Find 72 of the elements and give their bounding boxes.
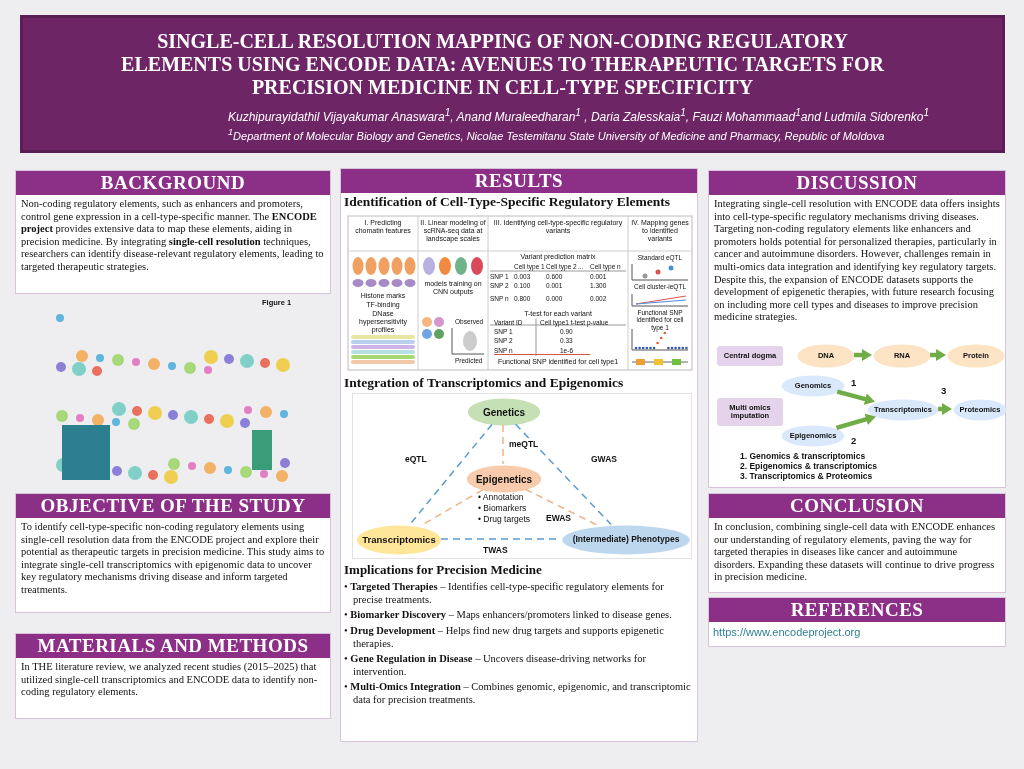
ellipse-node [781,425,845,447]
rounded-box [717,398,783,426]
body-text: Integrating single-cell resolution with ENCODE data offers insights into cell-type-specific regulatory mechanisms driving diseases. Targeting non-coding regulatory elements like enhancers and promoters holds potential for personalized therapies, particularly in cancer and autoimmune disorders. However, challenges remain in multi-omics data integration and identifying key regulatory targets. Despite this, the expansion of ENCODE datasets supports the development of epigenetic therapies, with future research focusing on including more cell types and diseases to improve precision medicine strategies. [713,197,1001,325]
edge-label: 1 [850,378,858,389]
body-text: Non-coding regulatory elements, such as enhancers and promoters, control gene expression in a cell-type-specific manner. The ENCODE project provides extensive data to map these elements, aiding in precision medicine. By integrating single-cell resolution techniques, researchers can identify disease-relevant regulatory elements, leading to targeted therapeutic strategies. [20,197,325,274]
arrow [854,349,872,361]
bullet-item: • Annotation [478,493,524,503]
subsection-heading: Implications for Precision Medicine [344,563,542,578]
section-heading: REFERENCES [709,598,1005,622]
edge-label: eQTL [404,455,428,465]
author-list: Kuzhipurayidathil Vijayakumar Anaswara$^{1}$, Anand Muraleedharan$^{1}$ , Daria Zalesskaia$^{1}$, Fauzi Mohammaad$^{1}$and Ludmila Sidorenko$^{1}$ [228,105,1002,125]
ellipse-node [781,375,845,397]
section-panel [15,633,331,719]
connector-line [524,488,599,527]
section-panel [15,493,331,613]
node-label: (Intermediate) Phenotypes [572,535,680,545]
ellipse-node [561,525,691,555]
bullet-item: • Drug targets [478,515,531,525]
body-text: In conclusion, combining single-cell data with ENCODE enhances our understanding of regulatory elements, paving the way for targeted therapies in diseases like cancer and autoimmune disorders. Expanding these datasets will continue to drive progress in precision medicine. [713,520,997,585]
subsection-heading: Identification of Cell-Type-Specific Regulatory Elements [344,194,670,210]
edge-label: TWAS [482,546,509,556]
connector-line [409,423,493,526]
section-heading: RESULTS [341,169,697,193]
ellipse-node [797,344,855,368]
arrow [835,413,876,431]
body-text: In THE literature review, we analyzed recent studies (2015–2025) that utilized single-cell transcriptomics and ENCODE data to identify non-coding regulatory elements. [20,660,319,700]
affiliation-text: $^{1}$Department of Molecular Biology and Genetics, Nicolae Testemitanu State University of Medicine and Pharmacy, Republic of Moldova [228,126,886,144]
node-label: Genetics [482,406,526,418]
section-heading: BACKGROUND [16,171,330,195]
arrow [938,403,952,415]
section-panel [15,170,331,294]
section-panel [340,168,698,742]
connector-line [419,489,484,527]
edge-label: 3 [940,386,948,397]
section-panel [708,493,1006,593]
edge-label: EWAS [545,514,573,524]
bullet-item: • Multi-Omics Integration – Combines genomic, epigenomic, and transcriptomic data for precision treatments. [344,681,692,707]
body-text: To identify cell-type-specific non-coding regulatory elements using single-cell resolution data from the ENCODE project and explore their potential as therapeutic targets in precision medicine. This study aims to integrate single-cell transcriptomics with epigenomic data to uncover key regulatory mechanisms driving disease and inform targeted treatments. [20,520,326,597]
arrow [836,389,875,405]
section-heading: DISCUSSION [709,171,1005,195]
arrow [930,349,946,361]
bullet-item: • Biomarkers [478,504,527,514]
legend-text: 2. Epigenomics & transcriptomics [740,462,877,472]
edge-label: GWAS [590,455,618,465]
header-banner [20,15,1005,153]
section-heading: OBJECTIVE OF THE STUDY [16,494,330,518]
bullet-item: • Gene Regulation in Disease – Uncovers disease-driving networks for intervention. [344,653,648,679]
reference-link: https://www.encodeproject.org [713,626,861,639]
connector-line [514,423,612,526]
section-heading: MATERIALS AND METHODS [16,634,330,658]
ellipse-node [867,399,939,421]
section-panel [708,170,1006,488]
bullet-item: • Targeted Therapies – Identifies cell-type-specific regulatory elements for precise treatments. [344,581,665,607]
ellipse-node [467,398,541,426]
bullet-item: • Drug Development – Helps find new drug targets and supports epigenetic therapies. [344,625,665,651]
ellipse-node [953,399,1007,421]
node-label: Epigenetics [475,473,533,485]
ellipse-node [947,344,1005,368]
subsection-heading: Integration of Transcriptomics and Epigenomics [344,375,624,391]
node-label: Transcriptomics [362,534,436,546]
section-heading: CONCLUSION [709,494,1005,518]
section-panel [708,597,1006,647]
connector-line [502,424,504,465]
ellipse-node [466,465,542,493]
poster-title: SINGLE-CELL RESOLUTION MAPPING OF NON-CODING REGULATORY ELEMENTS USING ENCODE DATA: AVENUES TO THERAPEUTIC TARGETS FOR PRECISION MEDICINE IN CELL-TYPE SPECIFICITY [120,30,885,99]
edge-label: 2 [850,436,858,447]
ellipse-node [873,344,931,368]
bullet-item: • Biomarker Discovery – Maps enhancers/promoters linked to disease genes. [344,609,673,622]
ellipse-node [356,525,442,555]
edge-label: meQTL [508,440,540,450]
legend-text: 3. Transcriptomics & Proteomics [740,472,873,482]
rounded-box [717,346,783,366]
